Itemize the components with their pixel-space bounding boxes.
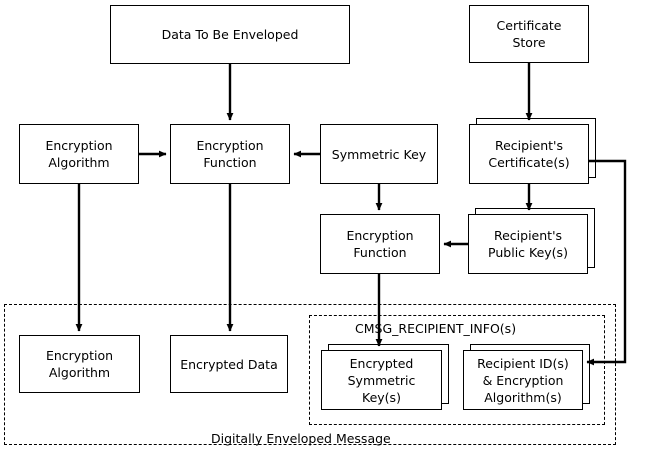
- node-symmetric-key[interactable]: Symmetric Key: [320, 124, 438, 184]
- node-encryption-function-top[interactable]: Encryption Function: [170, 124, 290, 184]
- node-recipients-public-keys[interactable]: Recipient's Public Key(s): [468, 214, 588, 274]
- node-encrypted-data[interactable]: Encrypted Data: [170, 335, 288, 393]
- label-digitally-enveloped-message: Digitally Enveloped Message: [211, 431, 391, 446]
- group-cmsg-recipient-info: [309, 315, 605, 425]
- node-recipients-certificates[interactable]: Recipient's Certificate(s): [469, 124, 589, 184]
- node-encryption-algorithm-bottom[interactable]: Encryption Algorithm: [19, 335, 140, 393]
- node-data-to-be-enveloped[interactable]: Data To Be Enveloped: [110, 5, 350, 64]
- node-certificate-store[interactable]: Certificate Store: [469, 5, 589, 63]
- node-encryption-function-mid[interactable]: Encryption Function: [320, 214, 440, 274]
- label-cmsg-recipient-info: CMSG_RECIPIENT_INFO(s): [355, 321, 517, 336]
- node-encryption-algorithm-top[interactable]: Encryption Algorithm: [19, 124, 139, 184]
- node-recipient-ids-and-algorithms[interactable]: Recipient ID(s) & Encryption Algorithm(s…: [463, 350, 583, 410]
- node-encrypted-symmetric-keys[interactable]: Encrypted Symmetric Key(s): [321, 350, 442, 410]
- group-digitally-enveloped-message: [4, 304, 616, 445]
